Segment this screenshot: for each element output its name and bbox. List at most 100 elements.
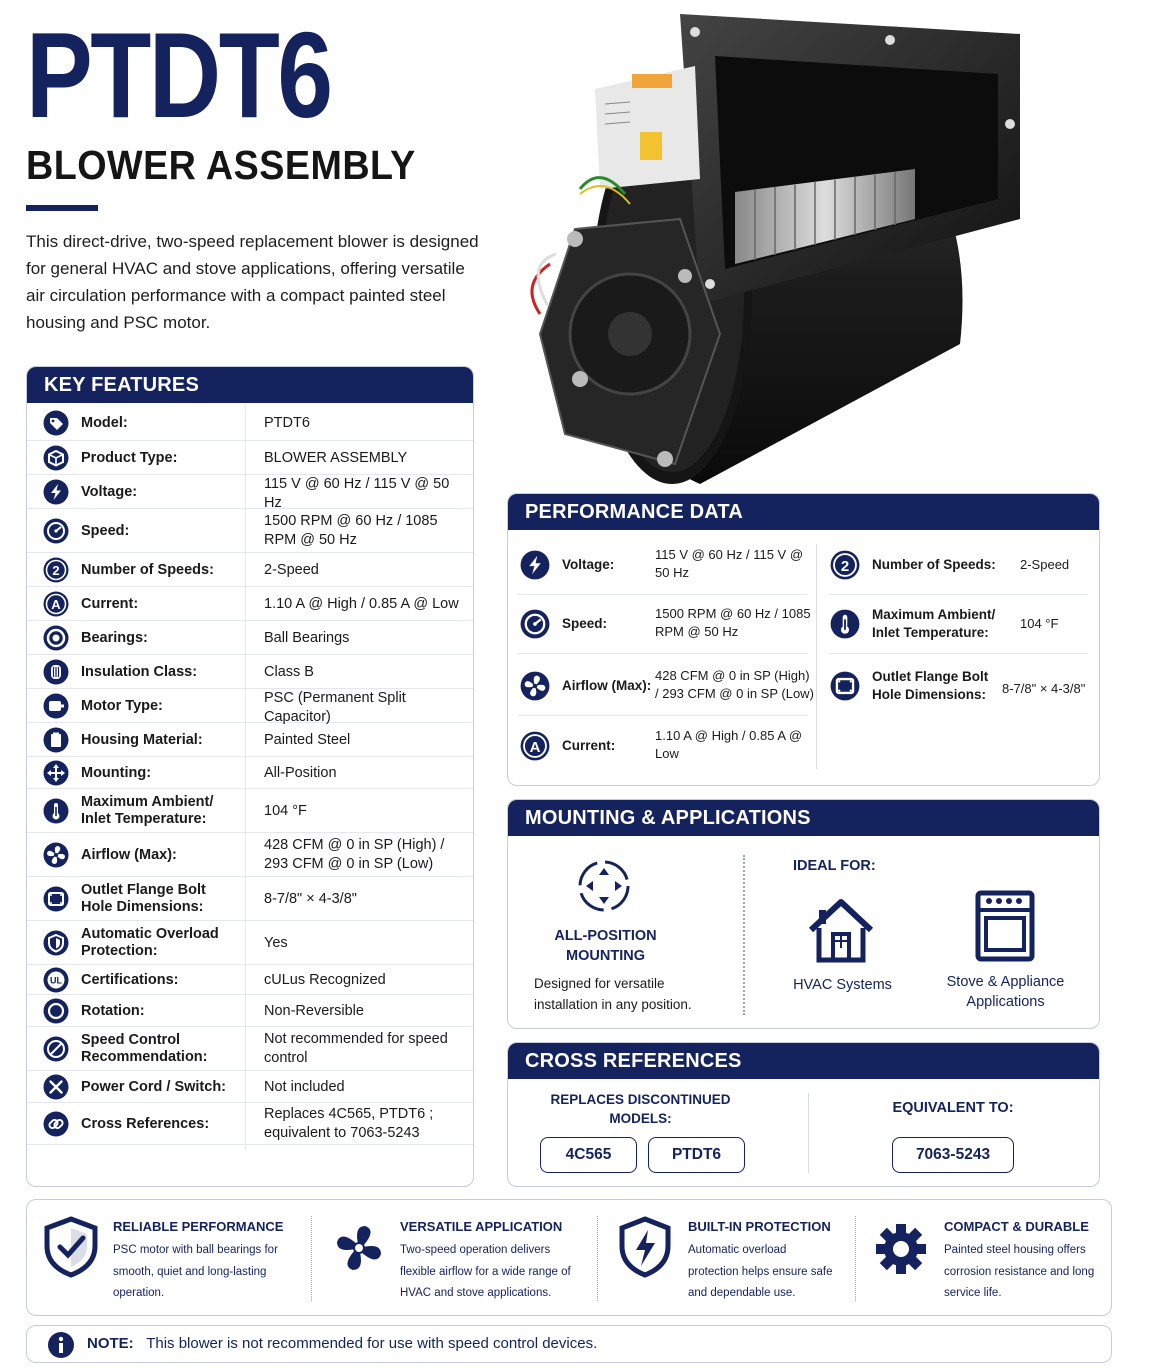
feature-row: Mounting: All-Position bbox=[27, 757, 473, 789]
row-divider bbox=[518, 653, 808, 654]
fan-icon bbox=[520, 671, 550, 701]
link-icon bbox=[43, 1111, 69, 1137]
feature-label: Rotation: bbox=[81, 1002, 145, 1019]
feature-row: Power Cord / Switch: Not included bbox=[27, 1071, 473, 1103]
thermometer-icon bbox=[830, 609, 860, 639]
feature-label: Voltage: bbox=[81, 483, 138, 500]
arrows-icon bbox=[43, 760, 69, 786]
section-divider bbox=[743, 855, 745, 1015]
bolt-icon bbox=[520, 550, 550, 580]
feature-label: Housing Material: bbox=[81, 731, 203, 748]
feature-value: 1500 RPM @ 60 Hz / 1085 RPM @ 50 Hz bbox=[264, 513, 438, 548]
performance-label: Maximum Ambient/ Inlet Temperature: bbox=[872, 607, 996, 640]
feature-row: Insulation Class:Class B bbox=[27, 655, 473, 689]
rotation-icon bbox=[43, 998, 69, 1024]
feature-value: 2-Speed bbox=[264, 561, 319, 578]
svg-text:2: 2 bbox=[52, 563, 59, 578]
insulation-icon bbox=[43, 659, 69, 685]
feature-label: Maximum Ambient/ Inlet Temperature: bbox=[81, 794, 214, 827]
cross-references-panel: CROSS REFERENCES REPLACES DISCONTINUED M… bbox=[507, 1042, 1100, 1187]
replaces-label: REPLACES DISCONTINUED MODELS: bbox=[550, 1092, 731, 1126]
intro-paragraph: This direct-drive, two-speed replacement… bbox=[26, 232, 479, 332]
feature-label: Bearings: bbox=[81, 629, 148, 646]
fan-icon bbox=[337, 1226, 381, 1270]
gauge-icon bbox=[43, 518, 69, 544]
feature-value: Not recommended for speed control bbox=[264, 1031, 448, 1066]
flange-icon bbox=[43, 886, 69, 912]
feature-label: Speed: bbox=[81, 522, 130, 539]
feature-value: Not included bbox=[264, 1078, 345, 1095]
feature-value: Yes bbox=[264, 934, 288, 951]
benefit-title: COMPACT & DURABLE bbox=[944, 1219, 1089, 1234]
hvac-systems-label: HVAC Systems bbox=[793, 977, 892, 993]
row-divider bbox=[518, 715, 808, 716]
feature-value: Ball Bearings bbox=[264, 629, 350, 646]
letter-a-icon: A bbox=[520, 731, 550, 761]
feature-label: Power Cord / Switch: bbox=[81, 1078, 227, 1095]
note-banner: NOTE: This blower is not recommended for… bbox=[26, 1325, 1112, 1363]
feature-row: Bearings: Ball Bearings bbox=[27, 621, 473, 655]
all-position-arrows-icon bbox=[578, 860, 630, 912]
ideal-for-heading: IDEAL FOR: bbox=[793, 858, 876, 874]
stove-icon bbox=[975, 890, 1035, 962]
feature-row: Speed: 1500 RPM @ 60 Hz / 1085 RPM @ 50 H… bbox=[27, 509, 473, 553]
cross-references-title: CROSS REFERENCES bbox=[508, 1043, 1099, 1079]
mounting-applications-panel: MOUNTING & APPLICATIONS ALL-POSITION MOU… bbox=[507, 799, 1100, 1029]
feature-row: Voltage:115 V @ 60 Hz / 115 V @ 50 Hz bbox=[27, 475, 473, 511]
feature-row: Product Type:BLOWER ASSEMBLY bbox=[27, 441, 473, 475]
performance-value: 1500 RPM @ 60 Hz / 1085 RPM @ 50 Hz bbox=[655, 606, 811, 639]
column-divider bbox=[245, 405, 246, 1150]
housing-icon bbox=[43, 727, 69, 753]
blower-product-image bbox=[530, 14, 1020, 484]
info-icon bbox=[48, 1332, 74, 1358]
feature-row: Speed Control Recommendation:Not recomme… bbox=[27, 1027, 473, 1071]
svg-text:2: 2 bbox=[841, 558, 849, 575]
feature-value: 1.10 A @ High / 0.85 A @ Low bbox=[264, 595, 459, 612]
feature-value: PSC (Permanent Split Capacitor) bbox=[264, 690, 406, 725]
feature-row: 2 Number of Speeds: 2-Speed bbox=[27, 553, 473, 587]
benefit-title: VERSATILE APPLICATION bbox=[400, 1219, 563, 1234]
feature-label: Current: bbox=[81, 595, 139, 612]
feature-label: Automatic Overload Protection: bbox=[81, 926, 219, 959]
feature-row: Model:PTDT6 bbox=[27, 405, 473, 441]
feature-value: 8-7/8" × 4-3/8" bbox=[264, 890, 357, 907]
feature-value: Painted Steel bbox=[264, 731, 351, 748]
shield-icon bbox=[43, 930, 69, 956]
benefit-description: Automatic overload protection helps ensu… bbox=[688, 1244, 833, 1299]
benefit-description: Two-speed operation delivers flexible ai… bbox=[400, 1244, 571, 1299]
gear-icon bbox=[876, 1224, 926, 1274]
row-divider bbox=[828, 594, 1088, 595]
ul-icon: UL bbox=[43, 967, 69, 993]
row-divider bbox=[828, 653, 1088, 654]
performance-data-title: PERFORMANCE DATA bbox=[508, 494, 1099, 530]
replaces-chip-4c565: 4C565 bbox=[540, 1137, 637, 1173]
bolt-icon bbox=[43, 479, 69, 505]
feature-value: Class B bbox=[264, 663, 314, 680]
feature-row: Housing Material: Painted Steel bbox=[27, 723, 473, 757]
feature-row: Outlet Flange Bolt Hole Dimensions:8-7/8… bbox=[27, 877, 473, 921]
column-divider bbox=[808, 1093, 809, 1173]
equivalent-label: EQUIVALENT TO: bbox=[892, 1100, 1014, 1116]
gauge-icon bbox=[520, 609, 550, 639]
row-divider bbox=[518, 594, 808, 595]
letter-a-icon: A bbox=[43, 591, 69, 617]
feature-row: Airflow (Max):428 CFM @ 0 in SP (High) /… bbox=[27, 833, 473, 877]
feature-row: Automatic Overload Protection: Yes bbox=[27, 921, 473, 965]
feature-value: BLOWER ASSEMBLY bbox=[264, 449, 408, 466]
benefit-divider bbox=[855, 1216, 856, 1301]
note-message: This blower is not recommended for use w… bbox=[146, 1335, 598, 1352]
mounting-applications-title: MOUNTING & APPLICATIONS bbox=[508, 800, 1099, 836]
all-position-title: ALL-POSITION MOUNTING bbox=[554, 928, 657, 964]
performance-label: Voltage: bbox=[562, 557, 615, 572]
cross-tools-icon bbox=[43, 1074, 69, 1100]
feature-value: All-Position bbox=[264, 764, 337, 781]
house-icon bbox=[808, 899, 874, 963]
feature-value: cULus Recognized bbox=[264, 971, 386, 988]
feature-label: Number of Speeds: bbox=[81, 561, 214, 578]
benefit-divider bbox=[597, 1216, 598, 1301]
box-icon bbox=[43, 445, 69, 471]
feature-label: Mounting: bbox=[81, 764, 152, 781]
feature-label: Airflow (Max): bbox=[81, 846, 177, 863]
